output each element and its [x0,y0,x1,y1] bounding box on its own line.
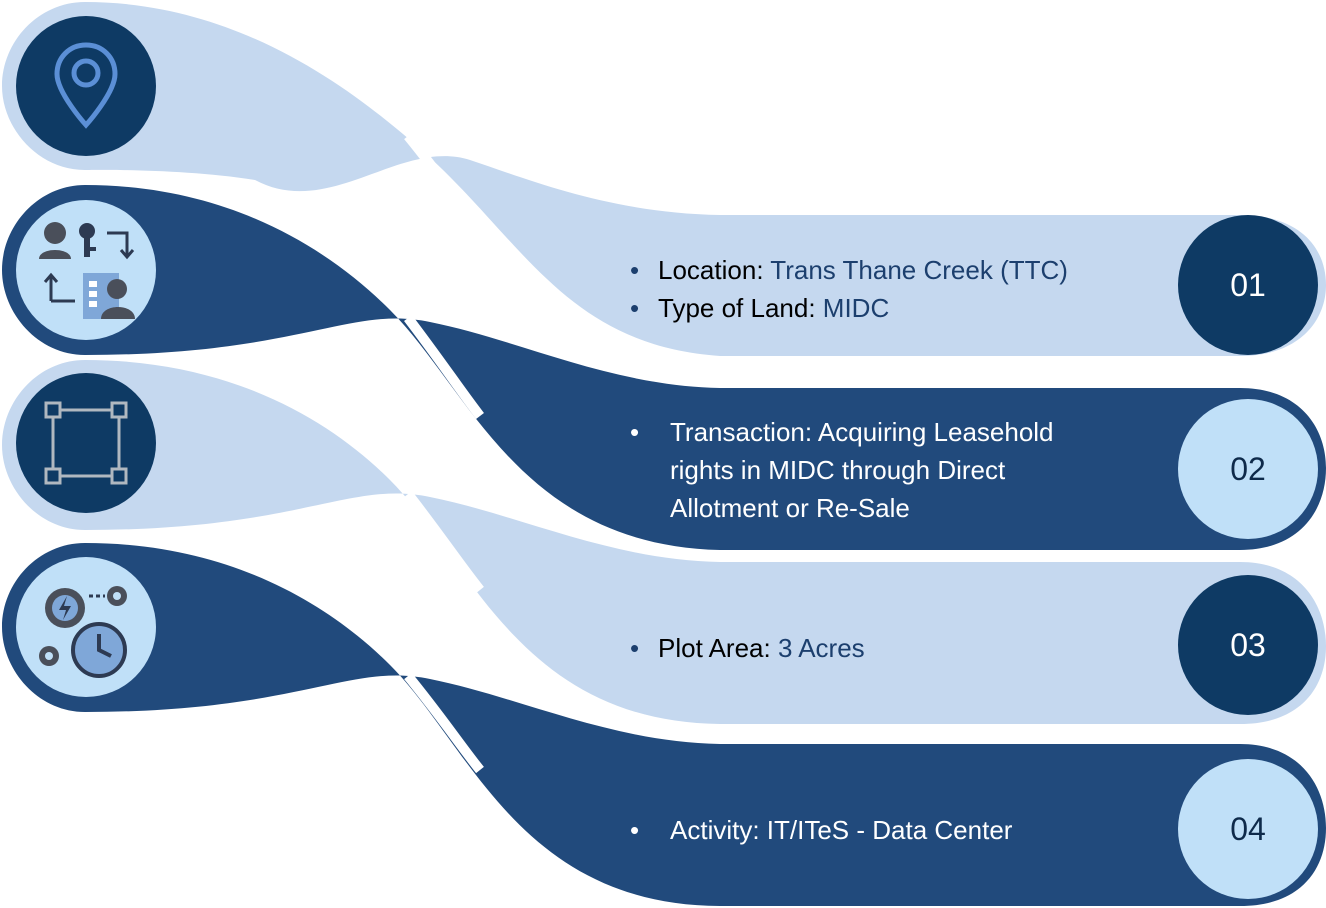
gear-clock-activity-icon [39,586,127,678]
row-03-icon-circle [16,373,156,513]
row-02-text: Transaction: Acquiring Leasehold rights … [630,413,1110,527]
item-key: Location [658,255,757,285]
item-value: MIDC [822,293,890,323]
item-value: 3 Acres [777,633,865,663]
row-02-item-transaction: Transaction: Acquiring Leasehold rights … [630,413,1110,527]
row-04-icon-circle [16,557,156,697]
item-key: Plot Area [658,633,764,663]
location-pin-icon [54,42,118,129]
item-key: Activity: IT/ITeS - Data Center [670,815,1013,845]
row-03-number: 03 [1178,575,1318,715]
row-01-icon-circle [16,16,156,156]
row-04-number: 04 [1178,759,1318,899]
plot-area-square-icon [44,401,128,485]
row-04-item-activity: Activity: IT/ITeS - Data Center [630,811,1150,849]
row-03-text: Plot Area: 3 Acres [630,629,1150,667]
item-key: Transaction: [670,417,813,447]
row-01-number: 01 [1178,215,1318,355]
row-02-icon-circle [16,200,156,340]
item-value: Acquiring Leasehold rights in MIDC throu… [670,417,1054,523]
row-01-text: Location: Trans Thane Creek (TTC) Type o… [630,251,1150,327]
row-01-item-location: Location: Trans Thane Creek (TTC) [630,251,1150,289]
row-04-text: Activity: IT/ITeS - Data Center [630,811,1150,849]
row-02-number: 02 [1178,399,1318,539]
row-01-item-type-of-land: Type of Land: MIDC [630,289,1150,327]
item-value: Trans Thane Creek (TTC) [770,255,1068,285]
item-key: Type of Land: [658,293,816,323]
property-transfer-icon [39,222,135,319]
row-03-item-plot-area: Plot Area: 3 Acres [630,629,1150,667]
